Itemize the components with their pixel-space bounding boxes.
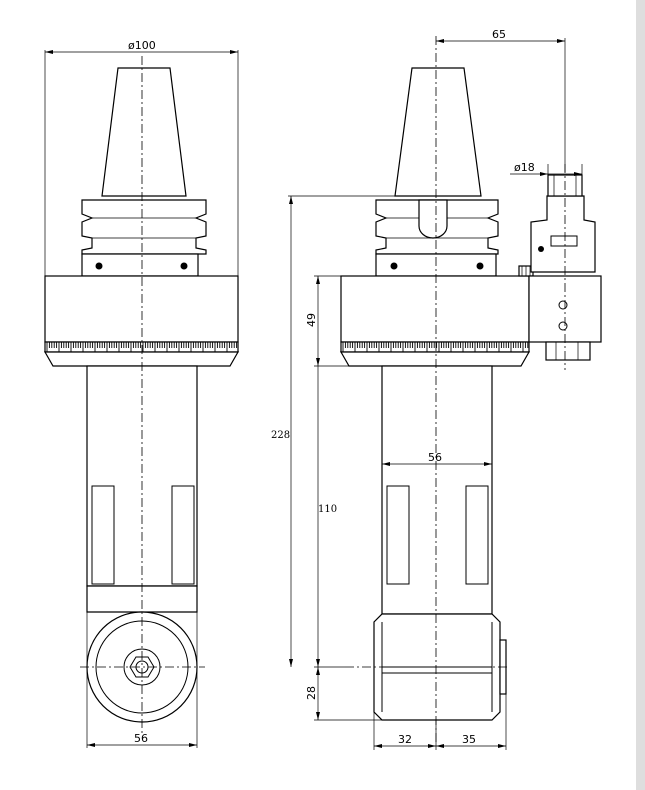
dim-height-49: 49 bbox=[305, 313, 318, 327]
side-port-bottom bbox=[558, 321, 568, 331]
dim-front-bottom-width: 56 bbox=[134, 732, 148, 745]
side-view bbox=[339, 36, 602, 745]
dim-bottom-32: 32 bbox=[398, 733, 412, 746]
side-slot-right bbox=[465, 485, 489, 585]
front-slot-left bbox=[91, 485, 115, 585]
dim-height-28: 28 bbox=[305, 686, 318, 700]
front-ring-lower bbox=[43, 351, 240, 367]
side-collet-window bbox=[550, 235, 578, 247]
side-housing bbox=[340, 275, 530, 343]
front-screw-left bbox=[95, 262, 103, 270]
side-scale-ticks bbox=[342, 342, 529, 352]
dim-bottom-35: 35 bbox=[462, 733, 476, 746]
dim-body-width-56: 56 bbox=[428, 451, 442, 464]
dim-height-228: 228 bbox=[271, 430, 290, 441]
front-flange bbox=[81, 199, 207, 255]
side-screw-right bbox=[476, 262, 484, 270]
side-slot-left bbox=[386, 485, 410, 585]
side-collet-screw bbox=[538, 246, 544, 252]
front-taper bbox=[101, 67, 187, 197]
front-hex-nut bbox=[129, 656, 155, 678]
dim-collet-diameter: ø18 bbox=[514, 161, 535, 174]
side-arm bbox=[381, 365, 493, 615]
side-housing-lower bbox=[339, 351, 531, 367]
side-taper bbox=[394, 67, 482, 197]
side-port-top bbox=[558, 300, 568, 310]
front-view bbox=[43, 56, 240, 735]
scrollbar[interactable] bbox=[636, 0, 645, 790]
side-key-slot bbox=[418, 199, 448, 239]
front-scale-band bbox=[44, 341, 239, 353]
side-collet-holder bbox=[530, 195, 596, 273]
side-dimensions: 65 ø18 228 49 110 56 bbox=[271, 28, 583, 750]
dim-height-110: 110 bbox=[318, 504, 337, 515]
dim-front-diameter: ø100 bbox=[128, 39, 156, 52]
side-attachment-nose bbox=[545, 341, 591, 361]
front-dimensions: ø100 56 bbox=[44, 39, 239, 748]
side-screw-left bbox=[390, 262, 398, 270]
front-ring bbox=[44, 275, 239, 343]
front-slot-right bbox=[171, 485, 195, 585]
dim-side-offset: 65 bbox=[492, 28, 506, 41]
front-screw-right bbox=[180, 262, 188, 270]
front-scale-ticks bbox=[46, 342, 238, 352]
